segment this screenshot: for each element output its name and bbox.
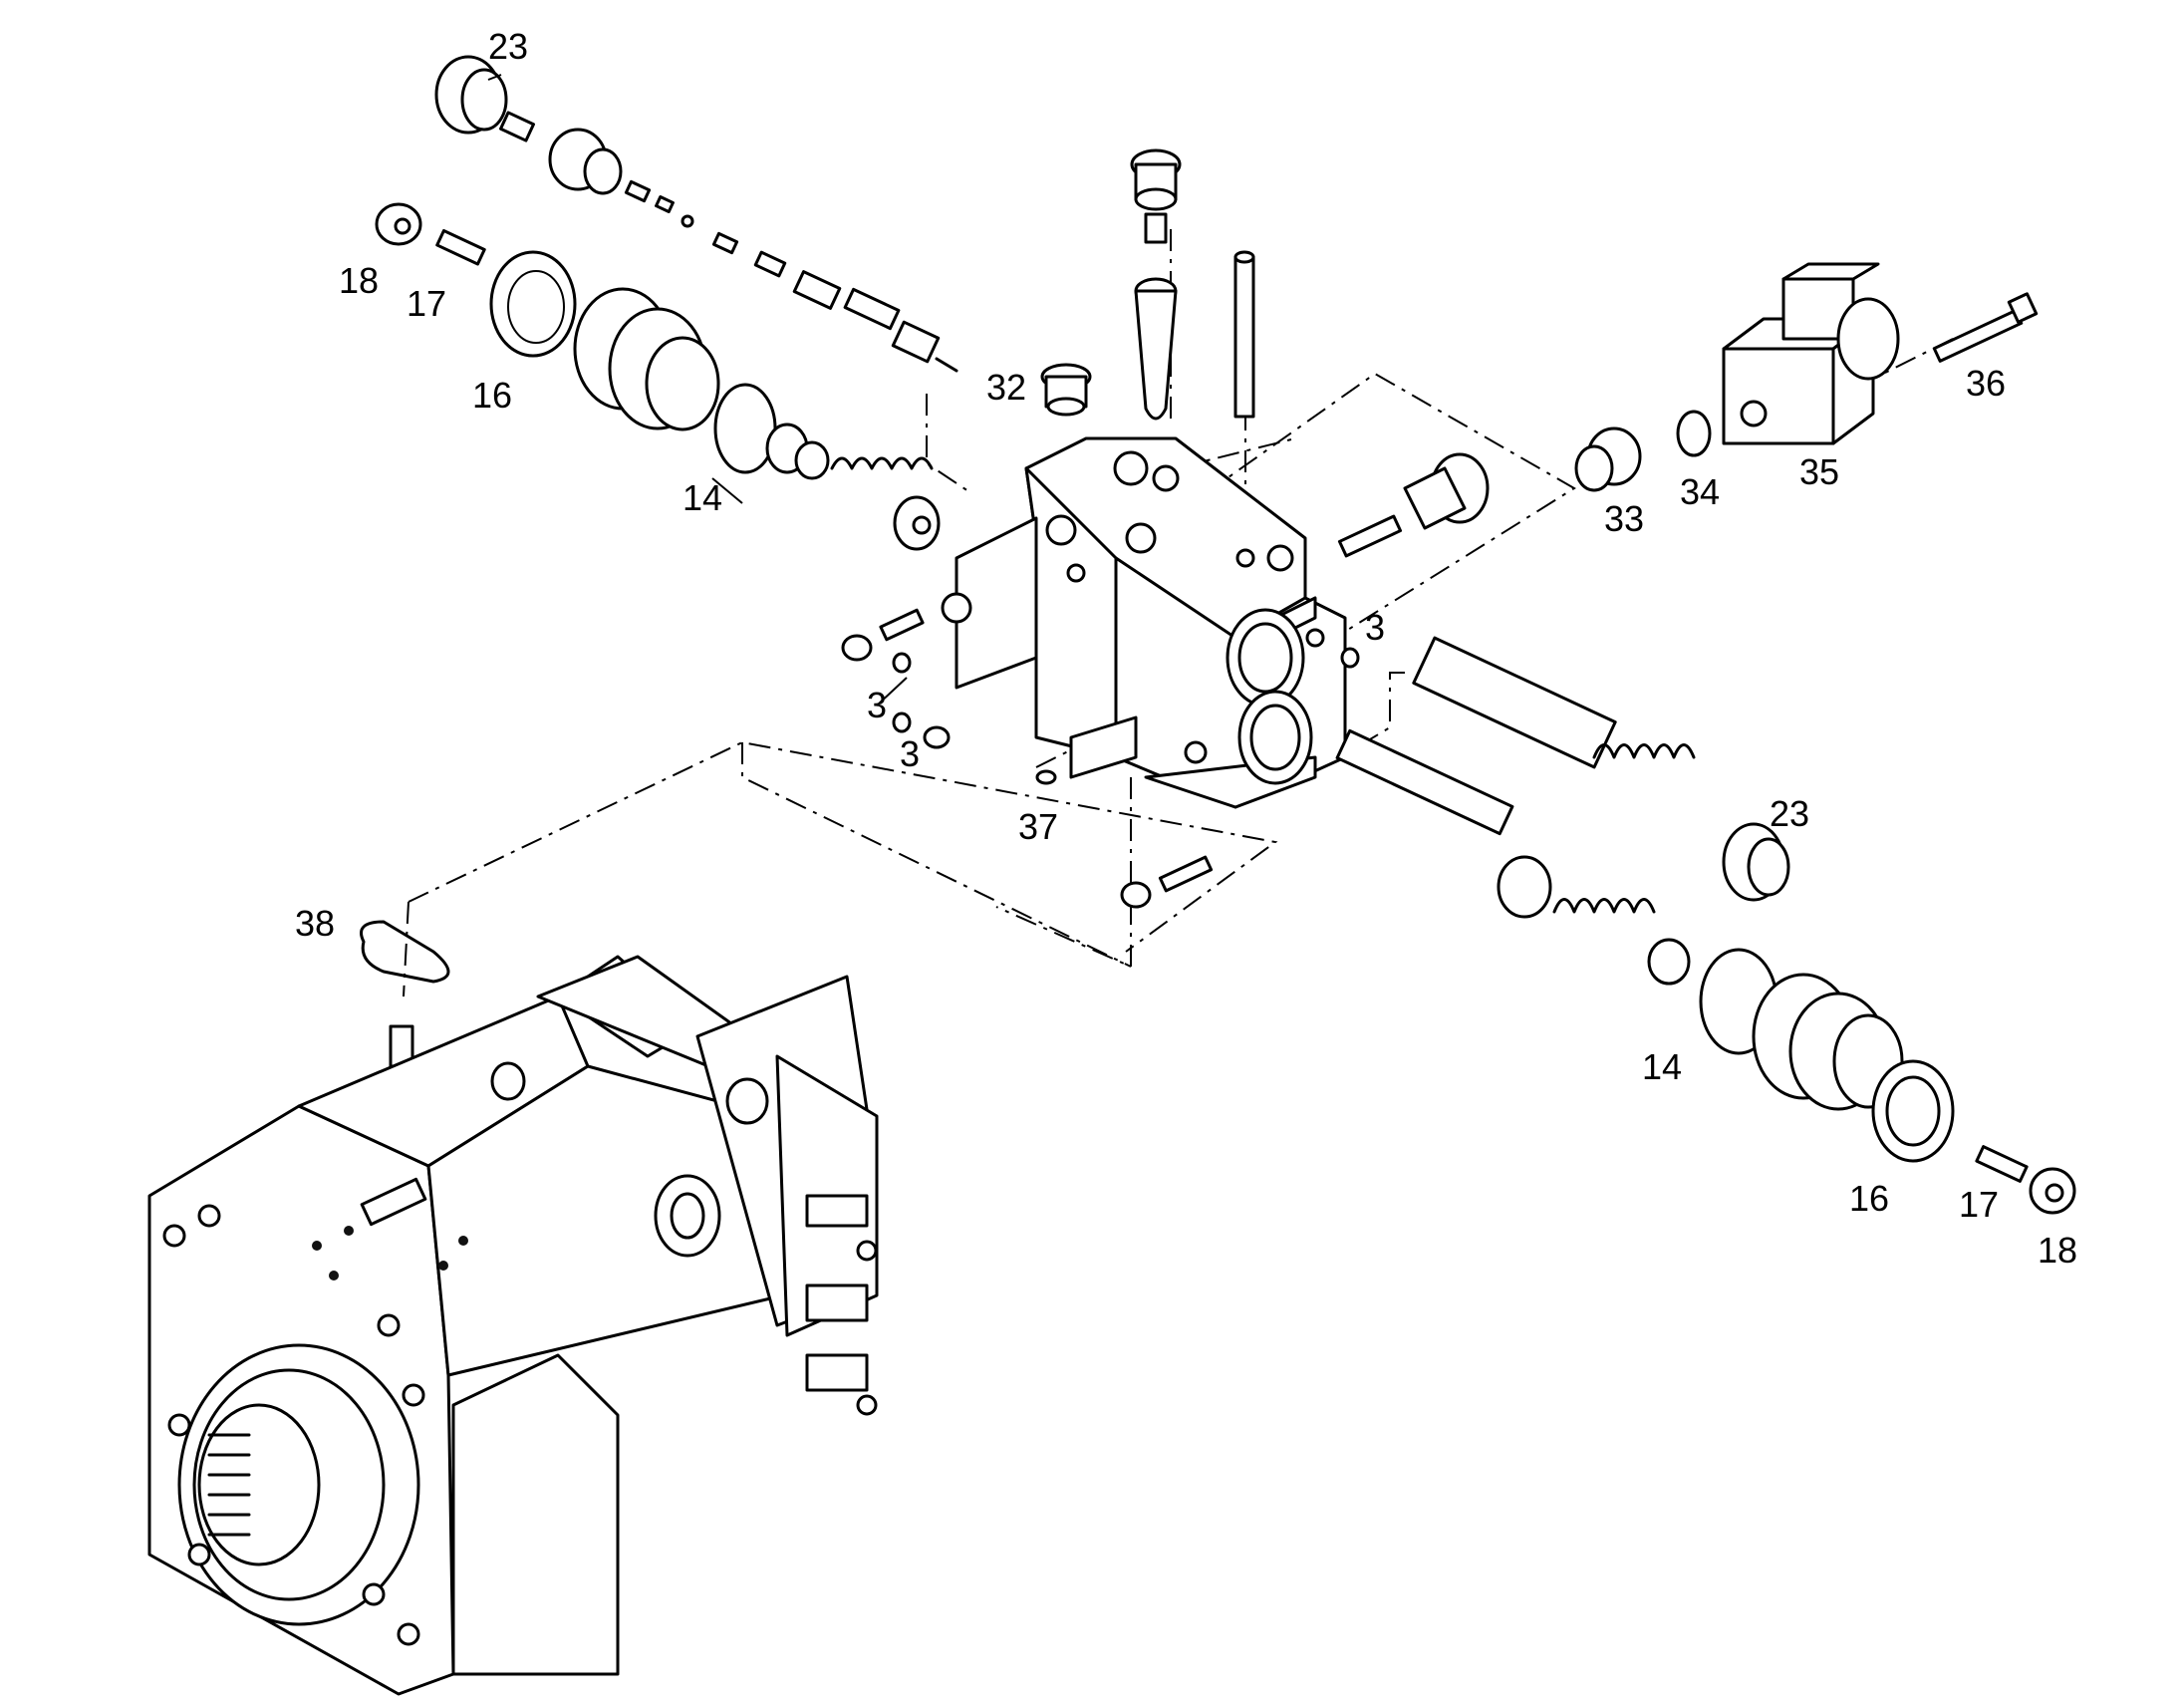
callout-14-right: 14: [1641, 1046, 1683, 1087]
callout-3-mid: 3: [866, 685, 888, 725]
callout-33: 33: [1603, 498, 1645, 539]
callout-16-right: 16: [1848, 1178, 1890, 1219]
callout-34: 34: [1679, 471, 1721, 512]
left-relief-cartridge: [375, 202, 941, 551]
callout-36: 36: [1965, 363, 2007, 404]
callout-leaders: [487, 74, 908, 707]
pump-housing: [147, 955, 879, 1696]
callout-23-right: 23: [1769, 793, 1810, 834]
top-center-parts: [1040, 148, 1255, 421]
solenoid-group: [1337, 262, 2039, 558]
callout-37: 37: [1017, 806, 1059, 847]
callout-32: 32: [985, 367, 1027, 408]
callout-3-right: 3: [1364, 607, 1386, 648]
callout-35: 35: [1798, 451, 1840, 492]
right-relief-cartridge: [1335, 636, 2076, 1215]
control-block-housing: [941, 436, 1347, 809]
callout-3-low: 3: [899, 733, 921, 774]
callout-38: 38: [294, 903, 336, 944]
callout-17-left: 17: [406, 283, 447, 324]
callout-23-top: 23: [487, 26, 529, 67]
small-fittings: [841, 608, 1360, 909]
callout-16-left: 16: [471, 375, 513, 416]
callout-14-left: 14: [682, 477, 723, 518]
callout-17-right: 17: [1958, 1184, 2000, 1225]
callout-18-right: 18: [2037, 1230, 2078, 1271]
top-left-valve-stack: [434, 55, 958, 373]
callout-18-left: 18: [338, 260, 380, 301]
